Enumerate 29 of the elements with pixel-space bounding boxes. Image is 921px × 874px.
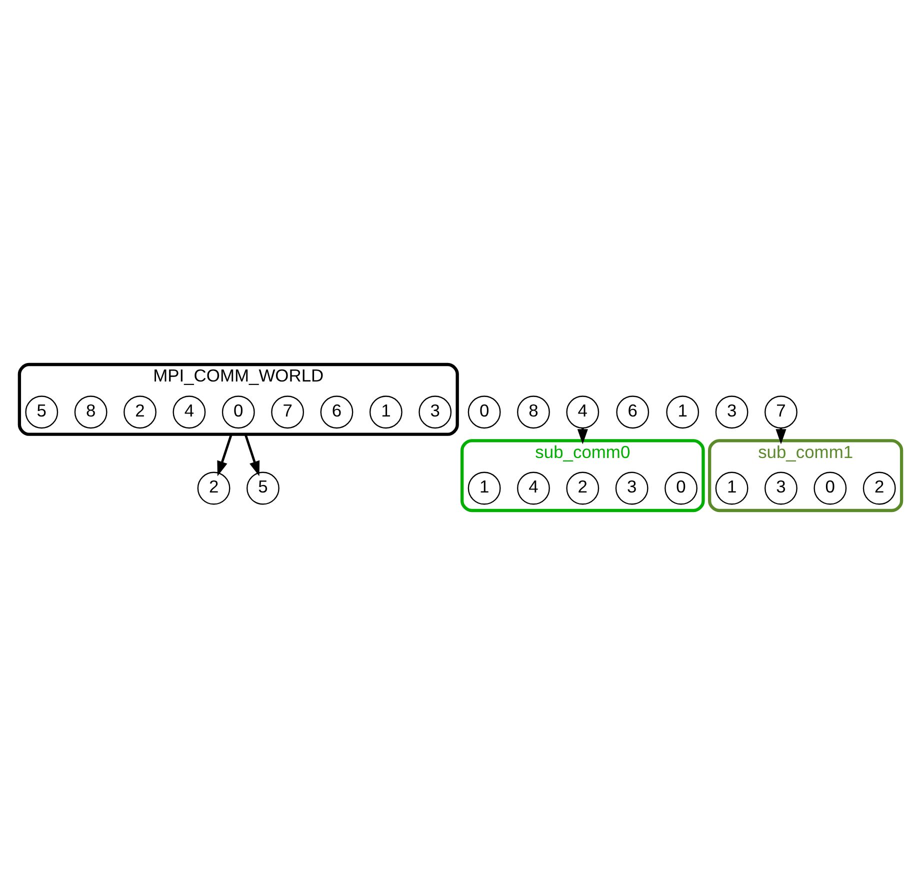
node-circle: 7 xyxy=(271,395,304,428)
node-circle: 3 xyxy=(418,395,452,428)
node-circle: 1 xyxy=(715,471,748,504)
node-circle: 1 xyxy=(666,395,700,428)
node-circle: 3 xyxy=(715,395,748,428)
node-circle: 0 xyxy=(664,471,698,504)
node-circle: 0 xyxy=(222,395,255,428)
node-circle: 8 xyxy=(74,395,108,428)
node-circle: 4 xyxy=(566,395,600,428)
node-circle: 2 xyxy=(197,471,230,504)
node-circle: 6 xyxy=(616,395,650,428)
node-circle: 1 xyxy=(369,395,402,428)
node-circle: 0 xyxy=(814,471,847,504)
node-circle: 3 xyxy=(764,471,798,504)
node-circle: 6 xyxy=(320,395,354,428)
arrow xyxy=(217,433,232,476)
node-circle: 5 xyxy=(246,471,280,504)
node-circle: 5 xyxy=(25,395,58,428)
node-circle: 7 xyxy=(764,395,798,428)
node-circle: 3 xyxy=(615,471,648,504)
node-circle: 1 xyxy=(468,471,501,504)
node-circle: 4 xyxy=(517,471,550,504)
node-circle: 8 xyxy=(517,395,550,428)
node-circle: 2 xyxy=(566,471,600,504)
node-circle: 2 xyxy=(862,471,896,504)
arrow xyxy=(244,433,260,476)
node-circle: 2 xyxy=(124,395,156,428)
node-circle: 0 xyxy=(468,395,501,428)
node-circle: 4 xyxy=(172,395,206,428)
